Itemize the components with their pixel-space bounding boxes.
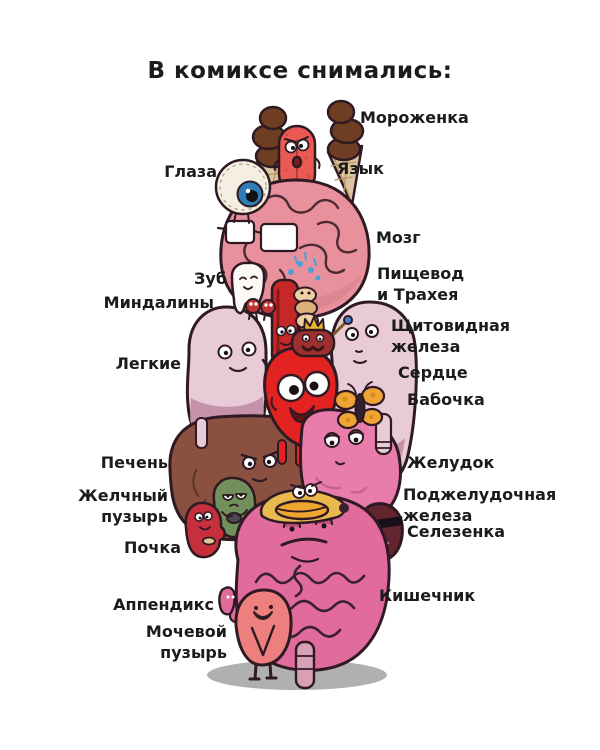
eyeball-character bbox=[214, 158, 272, 224]
label-esophagus-trachea: Пищевод и Трахея bbox=[377, 264, 465, 304]
label-bladder: Мочевой пузырь bbox=[145, 622, 227, 662]
label-butterfly: Бабочка bbox=[407, 390, 485, 409]
label-gallbladder: Желчный пузырь bbox=[78, 486, 168, 526]
ice-cream-right-icon bbox=[326, 99, 365, 207]
kidney-character bbox=[184, 501, 226, 559]
label-tooth: Зуб bbox=[194, 269, 227, 288]
label-liver: Печень bbox=[100, 453, 168, 472]
page-title: В комиксе снимались: bbox=[147, 58, 453, 84]
label-brain: Мозг bbox=[376, 228, 421, 247]
water-drops-icon bbox=[288, 252, 321, 281]
pancreas-character bbox=[259, 481, 349, 525]
label-intestines: Кишечник bbox=[379, 586, 476, 605]
label-spleen: Селезенка bbox=[407, 522, 506, 541]
label-heart: Сердце bbox=[398, 363, 468, 382]
label-pancreas: Поджелудочная железа bbox=[403, 485, 557, 525]
lung-arm-right bbox=[374, 412, 393, 456]
label-ice-cream: Мороженка bbox=[360, 108, 469, 127]
label-thyroid: Щитовидная железа bbox=[391, 316, 511, 356]
tonsils-characters bbox=[245, 298, 276, 321]
label-eyes: Глаза bbox=[164, 162, 217, 181]
label-lungs: Легкие bbox=[115, 354, 181, 373]
butterfly-character bbox=[333, 381, 386, 430]
thyroid-character bbox=[290, 315, 353, 358]
label-appendix: Аппендикс bbox=[113, 595, 214, 614]
tongue-character bbox=[273, 124, 321, 194]
label-tonsils: Миндалины bbox=[103, 293, 214, 312]
bladder-character bbox=[234, 588, 293, 681]
label-tongue: Язык bbox=[337, 159, 384, 178]
lung-arm bbox=[195, 417, 208, 449]
glasses-icon bbox=[216, 219, 299, 253]
label-kidney: Почка bbox=[123, 538, 181, 557]
label-stomach: Желудок bbox=[407, 453, 495, 472]
appendix-character bbox=[218, 586, 236, 616]
